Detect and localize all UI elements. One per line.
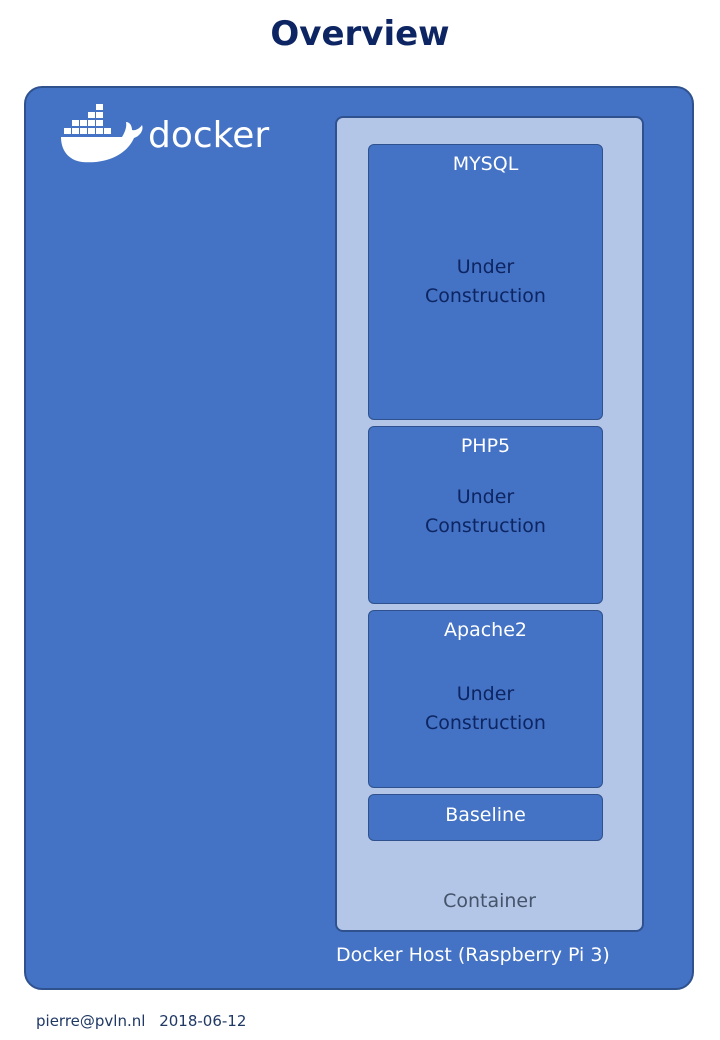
layer-baseline: Baseline	[368, 794, 603, 841]
author-email: pierre@pvln.nl	[36, 1012, 146, 1030]
docker-host: docker MYSQL Under Construction PHP5 Und…	[24, 86, 694, 990]
layer-php5-status-line1: Under	[456, 486, 515, 508]
layer-apache2-status-line2: Construction	[425, 712, 546, 734]
docker-logo: docker	[61, 104, 269, 163]
docker-host-label: Docker Host (Raspberry Pi 3)	[336, 944, 610, 966]
layer-apache2-name: Apache2	[444, 619, 527, 641]
layer-baseline-name: Baseline	[445, 804, 526, 826]
layer-mysql-name: MYSQL	[452, 153, 519, 175]
page-title: Overview	[270, 14, 450, 54]
container-label: Container	[443, 890, 536, 912]
layer-apache2-status-line1: Under	[456, 683, 515, 705]
container-box: MYSQL Under Construction PHP5 Under Cons…	[335, 116, 644, 932]
layer-php5-name: PHP5	[460, 435, 511, 457]
footer: pierre@pvln.nl 2018-06-12	[36, 1012, 246, 1030]
layer-mysql-status: Under Construction	[369, 253, 602, 311]
layer-mysql-status-line1: Under	[456, 256, 515, 278]
layer-mysql: MYSQL Under Construction	[368, 144, 603, 420]
docker-logo-text: docker	[148, 115, 269, 156]
layer-apache2: Apache2 Under Construction	[368, 610, 603, 788]
layer-php5-status: Under Construction	[369, 483, 602, 541]
footer-date: 2018-06-12	[159, 1012, 247, 1030]
layer-apache2-status: Under Construction	[369, 680, 602, 738]
layer-php5: PHP5 Under Construction	[368, 426, 603, 604]
layer-php5-status-line2: Construction	[425, 515, 546, 537]
layer-mysql-status-line2: Construction	[425, 285, 546, 307]
